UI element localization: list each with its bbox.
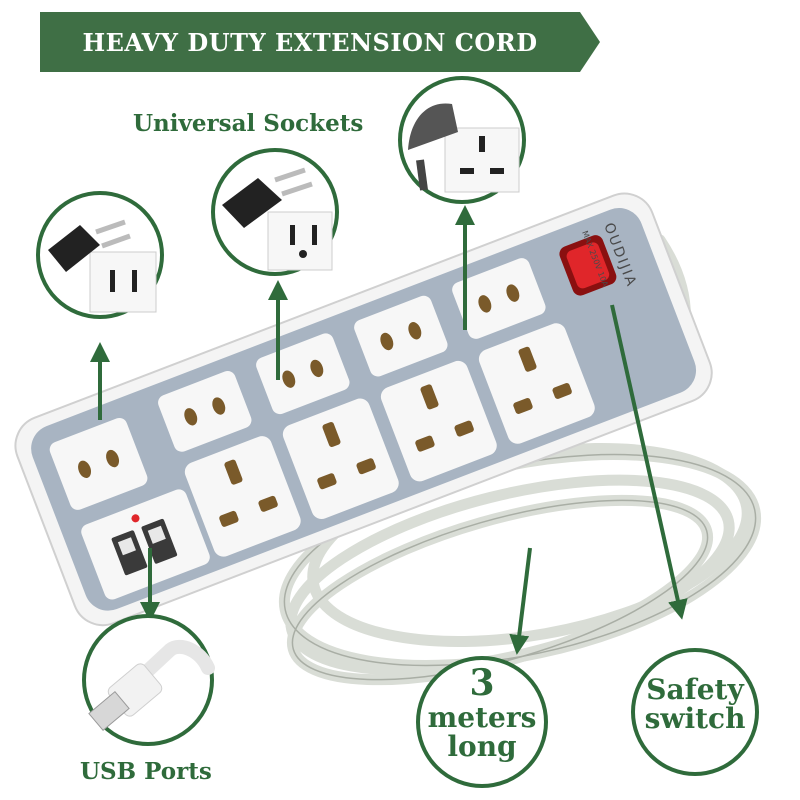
banner-shape [40, 12, 600, 72]
title-banner: HEAVY DUTY EXTENSION CORD [40, 12, 600, 72]
universal-socket-holes [219, 346, 572, 527]
switch-line1: Safety [646, 673, 744, 706]
callout-arrows [90, 205, 688, 655]
switch-feature-text: Safety switch [633, 675, 757, 734]
length-feature-text: 3 meters long [418, 662, 546, 764]
us-2pin-plug-icon [36, 191, 164, 319]
universal-socket-row [184, 323, 595, 557]
length-unit: meters [427, 700, 537, 734]
usb-port-block [81, 489, 210, 600]
uk-plug-icon [398, 76, 526, 204]
length-number: 3 [469, 662, 495, 704]
arrow-length [509, 547, 532, 655]
length-suffix: long [447, 730, 517, 764]
length-circle [416, 656, 548, 788]
universal-sockets-label: Universal Sockets [133, 110, 364, 137]
switch-circle [631, 648, 759, 776]
small-socket-holes [78, 284, 520, 478]
usb-ports-label: USB Ports [80, 758, 212, 785]
banner-title: HEAVY DUTY EXTENSION CORD [82, 27, 538, 57]
usb-cable-icon [82, 614, 215, 746]
arrow-switch [610, 304, 688, 620]
switch-line2: switch [644, 702, 746, 736]
safety-switch [559, 235, 617, 296]
power-strip [14, 192, 713, 627]
us-3pin-plug-icon [211, 148, 339, 276]
